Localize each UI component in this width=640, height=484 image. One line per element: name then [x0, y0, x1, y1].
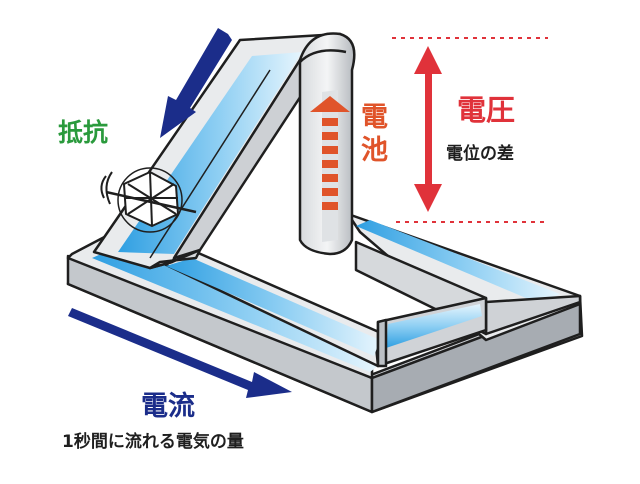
label-voltage-description: 電位の差 — [446, 144, 514, 164]
arrow-down-left-icon — [160, 28, 232, 138]
channel-inner — [158, 250, 488, 368]
label-current: 電流 — [141, 391, 195, 422]
battery-pipe — [298, 32, 356, 256]
waterwheel-icon — [100, 167, 197, 233]
arrow-down-right-icon — [68, 308, 292, 398]
label-voltage: 電圧 — [457, 93, 516, 127]
label-battery: 電池 — [356, 102, 387, 168]
arrow-up-dashed-icon — [310, 96, 350, 210]
channel-base — [66, 232, 584, 414]
double-arrow-vertical-icon — [414, 46, 442, 212]
label-current-description: 1秒間に流れる電気の量 — [62, 432, 244, 452]
voltage-indicator — [392, 37, 548, 223]
label-resistance: 抵抗 — [58, 118, 109, 147]
